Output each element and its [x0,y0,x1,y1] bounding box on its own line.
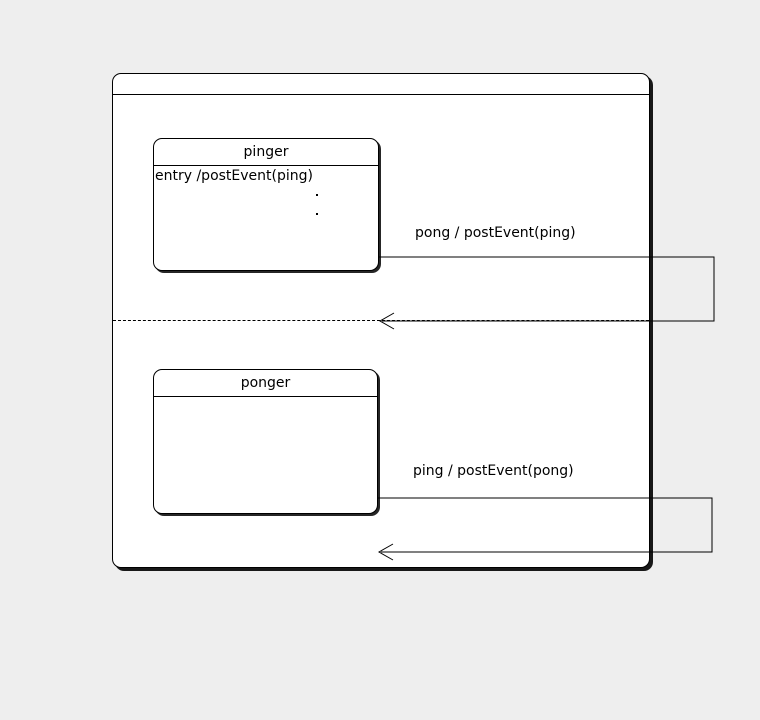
transition-label-ponger: ping / postEvent(pong) [413,463,574,479]
transition-label-pinger: pong / postEvent(ping) [415,225,576,241]
state-pinger[interactable]: pinger entry /postEvent(ping) [153,138,379,271]
self-transition-pinger[interactable] [378,174,718,334]
outer-composite-state[interactable]: pinger entry /postEvent(ping) pong / pos… [112,73,715,568]
outer-state-title [113,74,649,95]
state-ponger[interactable]: ponger [153,369,378,514]
state-ponger-name: ponger [154,370,377,397]
state-pinger-name: pinger [154,139,378,166]
state-pinger-body: entry /postEvent(ping) [154,166,378,215]
ellipsis-dot-icon [316,194,318,196]
ellipsis-dot-icon [316,213,318,215]
self-transition-ponger[interactable] [377,415,717,575]
state-pinger-entry-action: entry /postEvent(ping) [155,168,313,184]
